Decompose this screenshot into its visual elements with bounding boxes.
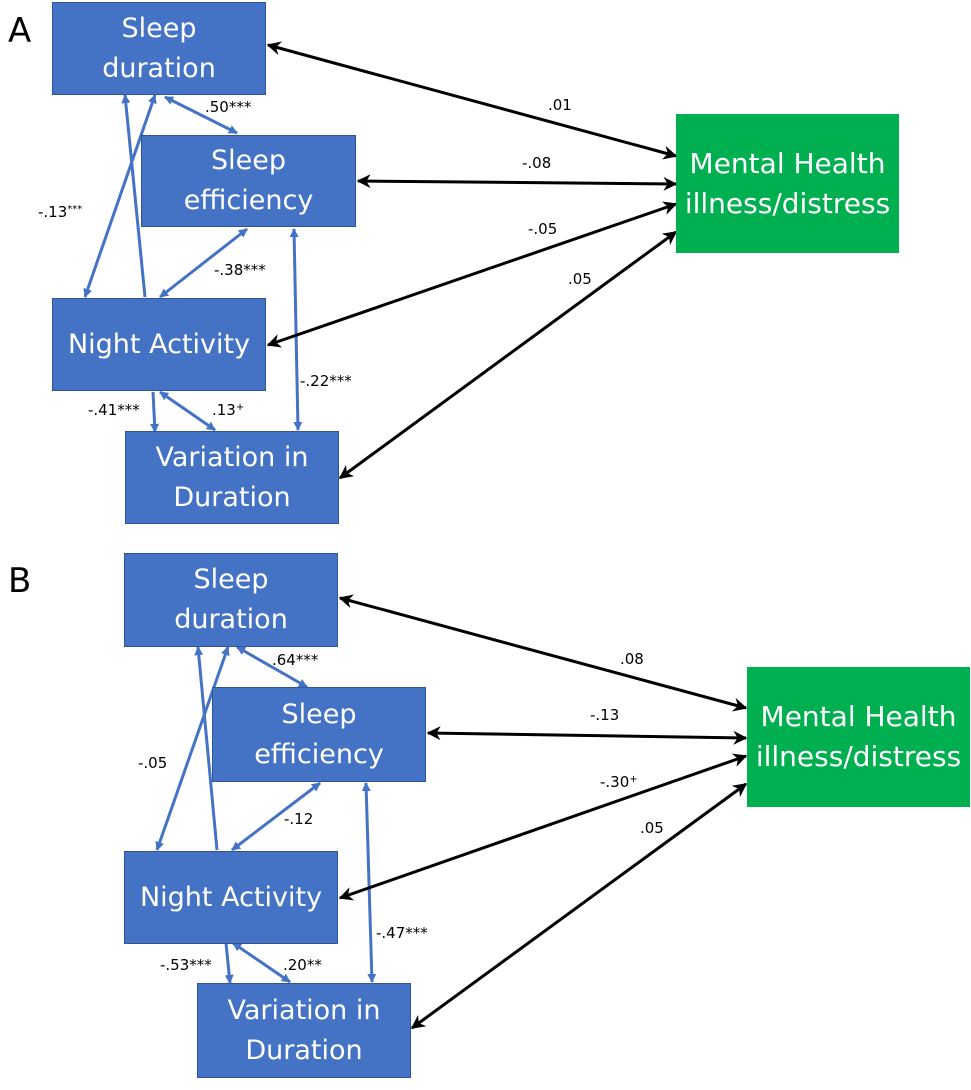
arrow-night-variation-1 [150, 391, 160, 433]
sleep-efficiency-label: Sleep efficiency [183, 145, 314, 216]
coef-efficiency-variation: -.47*** [376, 924, 428, 942]
arrow-duration-mental [338, 594, 748, 712]
coef-variation-mental: .05 [568, 270, 592, 288]
arrow-night-variation-2 [159, 390, 216, 432]
arrow-efficiency-mental [356, 174, 678, 191]
coef-duration-efficiency: .64*** [272, 651, 319, 669]
variation-duration-box: Variation in Duration [125, 431, 339, 524]
arrow-efficiency-night [231, 781, 321, 852]
coef-efficiency-night: -.38*** [214, 261, 266, 279]
coef-efficiency-night: -.12 [284, 810, 314, 828]
variation-duration-label: Variation in Duration [155, 441, 309, 513]
arrow-night-variation-1 [224, 942, 234, 984]
coef-night-variation-right: .13+ [212, 401, 245, 419]
night-activity-label: Night Activity [139, 881, 323, 913]
coef-duration-night: -.05 [138, 754, 168, 772]
coef-night-mental: -.05 [528, 220, 558, 238]
coef-duration-night: -.13*** [38, 203, 83, 221]
mental-health-box: Mental Health illness/distress [747, 667, 970, 807]
panel-label: A [8, 11, 32, 51]
coef-efficiency-mental: -.13 [590, 706, 620, 724]
mental-health-label: Mental Health illness/distress [684, 146, 891, 220]
coef-duration-efficiency: .50*** [205, 98, 252, 116]
arrow-efficiency-night [159, 227, 248, 299]
sleep-efficiency-label: Sleep efficiency [254, 698, 384, 770]
arrow-duration-mental [266, 41, 678, 160]
arrow-efficiency-variation [289, 228, 303, 431]
arrow-duration-night-2 [155, 646, 230, 851]
arrow-variation-mental [410, 782, 748, 1030]
coef-night-mental: -.30+ [600, 773, 638, 791]
coef-duration-mental: .01 [548, 96, 572, 114]
coef-efficiency-mental: -.08 [522, 154, 552, 172]
sleep-duration-box: Sleep duration [52, 2, 266, 95]
sleep-duration-box: Sleep duration [124, 553, 338, 647]
arrow-duration-efficiency [236, 645, 308, 689]
mental-health-box: Mental Health illness/distress [676, 114, 899, 253]
coef-night-variation-right: .20** [283, 956, 322, 974]
arrow-night-variation-2 [232, 941, 291, 984]
coef-efficiency-variation: -.22*** [300, 372, 352, 390]
arrow-variation-mental [338, 230, 678, 480]
night-activity-box: Night Activity [52, 298, 266, 391]
coef-duration-mental: .08 [620, 650, 644, 668]
arrow-efficiency-variation [361, 782, 377, 983]
coef-night-variation-left: -.41*** [88, 401, 140, 419]
sleep-efficiency-box: Sleep efficiency [141, 135, 356, 227]
arrow-efficiency-mental [426, 726, 748, 745]
panel-a: A Sleep duration Sleep efficiency Night … [0, 0, 971, 540]
sleep-duration-label: Sleep duration [174, 564, 288, 635]
arrow-duration-night-2 [83, 94, 157, 298]
variation-duration-box: Variation in Duration [197, 983, 411, 1078]
panel-b: B Sleep duration Sleep efficiency Night … [0, 550, 971, 1090]
sleep-duration-label: Sleep duration [102, 12, 216, 84]
arrow-duration-efficiency [164, 95, 238, 135]
panel-a-arrows [83, 41, 678, 480]
coef-variation-mental: .05 [640, 819, 664, 837]
sleep-efficiency-box: Sleep efficiency [212, 687, 426, 782]
night-activity-box: Night Activity [124, 851, 338, 944]
mental-health-label: Mental Health illness/distress [755, 700, 962, 773]
variation-duration-label: Variation in Duration [227, 994, 381, 1066]
night-activity-label: Night Activity [67, 328, 251, 360]
panel-label: B [8, 561, 32, 601]
coef-night-variation-left: -.53*** [160, 956, 212, 974]
panel-b-arrows [155, 594, 748, 1030]
